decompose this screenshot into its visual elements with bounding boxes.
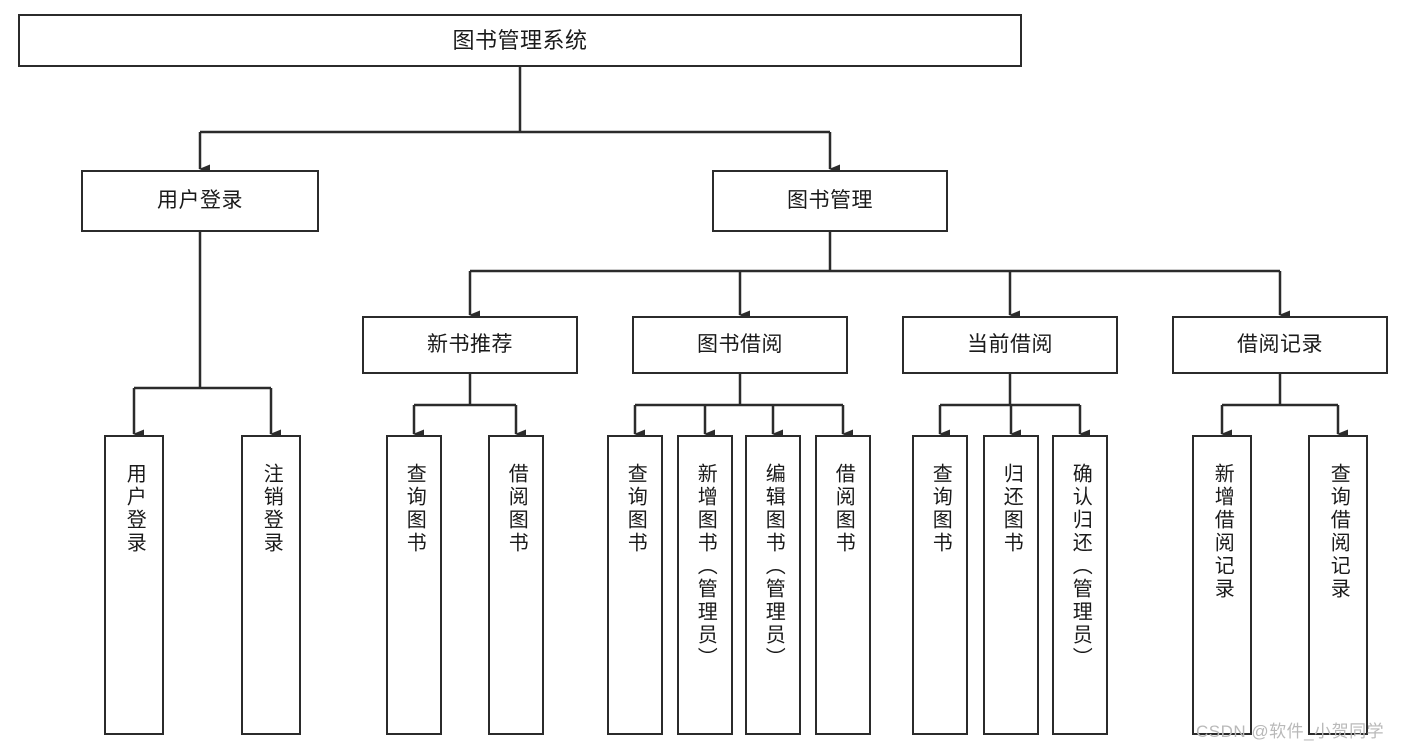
edge-group xyxy=(132,67,1348,439)
node-leaf-rec-search[interactable]: 查询借阅记录 xyxy=(1308,435,1368,735)
node-label: 图书借阅 xyxy=(697,332,783,356)
node-leaf-brw-edit[interactable]: 编辑图书（管理员） xyxy=(745,435,801,735)
node-label: 当前借阅 xyxy=(967,332,1053,356)
node-leaf-cur-confirm[interactable]: 确认归还（管理员） xyxy=(1052,435,1108,735)
csdn-watermark: CSDN @软件_小贺同学 xyxy=(1196,722,1385,741)
node-user-login[interactable]: 用户登录 xyxy=(81,170,319,232)
node-borrow-record[interactable]: 借阅记录 xyxy=(1172,316,1388,374)
node-label: 注销登录 xyxy=(260,463,283,555)
node-label: 确认归还（管理员） xyxy=(1069,463,1092,670)
node-leaf-brw-add[interactable]: 新增图书（管理员） xyxy=(677,435,733,735)
node-leaf-rec-query[interactable]: 查询图书 xyxy=(386,435,442,735)
node-current-borrow[interactable]: 当前借阅 xyxy=(902,316,1118,374)
node-label: 借阅图书 xyxy=(832,463,855,555)
node-leaf-user-logout[interactable]: 注销登录 xyxy=(241,435,301,735)
node-label: 查询借阅记录 xyxy=(1327,463,1350,601)
node-label: 借阅图书 xyxy=(505,463,528,555)
node-label: 归还图书 xyxy=(1000,463,1023,555)
node-leaf-brw-query[interactable]: 查询图书 xyxy=(607,435,663,735)
node-label: 查询图书 xyxy=(403,463,426,555)
node-leaf-cur-return[interactable]: 归还图书 xyxy=(983,435,1039,735)
node-label: 新书推荐 xyxy=(427,332,513,356)
node-book-borrow[interactable]: 图书借阅 xyxy=(632,316,848,374)
node-label: 图书管理系统 xyxy=(452,27,588,53)
node-label: 图书管理 xyxy=(787,188,873,212)
node-label: 查询图书 xyxy=(929,463,952,555)
node-leaf-cur-query[interactable]: 查询图书 xyxy=(912,435,968,735)
node-root[interactable]: 图书管理系统 xyxy=(18,14,1022,67)
node-label: 借阅记录 xyxy=(1237,332,1323,356)
node-label: 用户登录 xyxy=(123,463,146,555)
node-new-book-rec[interactable]: 新书推荐 xyxy=(362,316,578,374)
node-book-manage[interactable]: 图书管理 xyxy=(712,170,948,232)
node-leaf-rec-borrow[interactable]: 借阅图书 xyxy=(488,435,544,735)
node-label: 查询图书 xyxy=(624,463,647,555)
node-label: 新增借阅记录 xyxy=(1211,463,1234,601)
node-leaf-rec-add[interactable]: 新增借阅记录 xyxy=(1192,435,1252,735)
node-leaf-user-login[interactable]: 用户登录 xyxy=(104,435,164,735)
node-leaf-brw-borrow[interactable]: 借阅图书 xyxy=(815,435,871,735)
node-label: 新增图书（管理员） xyxy=(694,463,717,670)
node-label: 编辑图书（管理员） xyxy=(762,463,785,670)
node-label: 用户登录 xyxy=(157,188,243,212)
